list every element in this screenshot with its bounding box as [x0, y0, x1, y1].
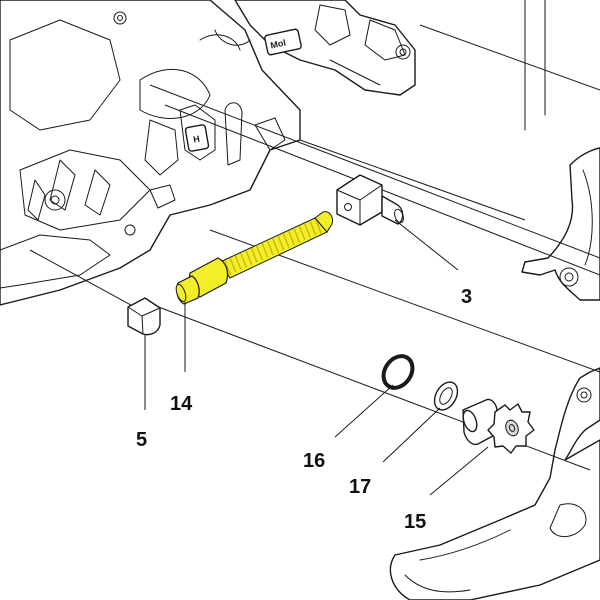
callout-label-3: 3 — [461, 286, 472, 308]
thread-ridge — [288, 230, 295, 246]
thread-ridge — [234, 255, 242, 270]
thread-ridge — [277, 235, 285, 251]
thread-ridge — [298, 226, 306, 241]
gear-part-15[interactable] — [461, 398, 535, 454]
nut-part-3[interactable] — [336, 174, 405, 226]
thread-ridge — [314, 218, 322, 234]
thread-ridge — [250, 248, 258, 263]
thread-ridge — [272, 238, 279, 253]
lower-handle — [389, 367, 600, 600]
adjuster-screw-part-14[interactable] — [174, 211, 333, 305]
thread-ridge — [256, 245, 263, 261]
thread-ridge — [240, 252, 247, 268]
screw-thread-lines — [218, 218, 322, 278]
housing-body — [0, 0, 301, 306]
mol-logo-text: Mol — [269, 38, 286, 51]
screw-thread-shaft — [219, 217, 328, 279]
thread-ridge — [224, 260, 231, 275]
block-part-5[interactable] — [127, 297, 161, 336]
washer-part-17[interactable] — [430, 378, 462, 414]
o-ring-part-16[interactable] — [378, 351, 419, 394]
callout-leaders — [144, 219, 489, 496]
thread-ridge — [304, 223, 311, 239]
thread-ridge — [266, 240, 274, 256]
mol-logo-mark: Mol — [264, 28, 302, 56]
thread-ridge — [261, 243, 269, 258]
right-frame — [521, 0, 600, 301]
thread-ridge — [245, 250, 253, 266]
callout-label-14: 14 — [170, 393, 193, 415]
callout-label-16: 16 — [303, 450, 325, 472]
h-logo-text: H — [192, 134, 200, 145]
callout-label-17: 17 — [349, 476, 371, 498]
thread-ridge — [282, 233, 290, 248]
h-logo-mark: H — [184, 124, 210, 152]
upper-cover: Mol — [214, 0, 416, 96]
thread-ridge — [309, 221, 317, 236]
thread-ridge — [293, 228, 301, 244]
callout-label-5: 5 — [136, 429, 147, 451]
callout-label-15: 15 — [404, 511, 426, 533]
thread-ridge — [229, 257, 237, 273]
screw-tip — [314, 211, 333, 233]
screw-head-face — [175, 283, 187, 303]
callout-labels: 3 5 14 15 16 17 — [136, 286, 472, 533]
